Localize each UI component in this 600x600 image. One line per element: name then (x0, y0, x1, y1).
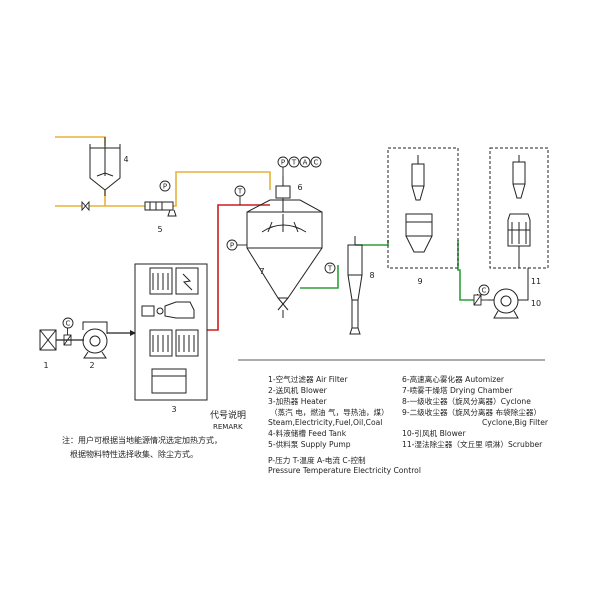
exhaust-fan (488, 284, 529, 319)
svg-text:7: 7 (259, 267, 264, 276)
drying-chamber (246, 199, 323, 318)
note-line-2: 根据物料特性选择收集、除尘方式。 (70, 449, 198, 459)
svg-text:Cyclone,Big Filter: Cyclone,Big Filter (482, 418, 549, 427)
svg-text:2: 2 (89, 361, 94, 370)
remark-title-cn: 代号说明 (210, 409, 246, 421)
atomizer (275, 176, 291, 212)
control-tag-blower: C (62, 317, 74, 329)
svg-text:C: C (482, 287, 487, 295)
bag-filter (405, 213, 433, 253)
svg-text:T: T (291, 159, 297, 167)
svg-text:4-料液储槽 Feed Tank: 4-料液储槽 Feed Tank (268, 428, 347, 438)
hot-air-line (207, 204, 270, 331)
svg-text:T: T (327, 265, 333, 273)
feed-valve (81, 200, 90, 212)
damper-valve-blower (63, 328, 72, 346)
svg-text:P: P (281, 159, 285, 167)
equipment-numbers: 1 2 3 4 5 6 7 8 9 10 11 (43, 155, 541, 414)
svg-text:11-湿法除尘器（文丘里 喷淋）Scrubber: 11-湿法除尘器（文丘里 喷淋）Scrubber (402, 439, 543, 449)
svg-text:8: 8 (369, 271, 374, 280)
svg-text:4: 4 (123, 155, 128, 164)
svg-text:9: 9 (417, 277, 422, 286)
legend-right-column: 6-高速离心雾化器 Automizer 7-喷雾干燥塔 Drying Chamb… (402, 374, 549, 449)
note-line-1: 注：用户可根据当地能源情况选定加热方式， (62, 435, 222, 445)
damper-valve-fan (473, 294, 488, 306)
control-tag-fan: C (478, 284, 490, 296)
svg-text:C: C (66, 320, 71, 328)
air-filter (39, 329, 57, 351)
svg-text:T: T (237, 188, 243, 196)
supply-pump (144, 201, 177, 217)
pressure-tag-chamber: P (226, 239, 247, 251)
svg-text:1: 1 (43, 361, 48, 370)
svg-text:3-加热器 Heater: 3-加热器 Heater (268, 396, 327, 406)
svg-text:5-供料泵 Supply Pump: 5-供料泵 Supply Pump (268, 439, 351, 449)
svg-text:Steam,Electricity,Fuel,Oil,Coa: Steam,Electricity,Fuel,Oil,Coal (268, 418, 382, 427)
svg-text:5: 5 (157, 225, 162, 234)
legend-codes: P-压力 T-温度 A-电流 C-控制 (268, 455, 366, 465)
remark-title-en: REMARK (213, 423, 243, 431)
svg-text:3: 3 (171, 405, 176, 414)
feed-tank (89, 137, 121, 196)
temperature-tag-outlet: T (324, 262, 336, 274)
svg-text:C: C (314, 159, 319, 167)
pressure-tag-feed: P (159, 180, 171, 192)
legend-codes-en: Pressure Temperature Electricity Control (268, 466, 421, 475)
svg-text:10-引风机 Blower: 10-引风机 Blower (402, 428, 466, 438)
svg-text:2-送风机 Blower: 2-送风机 Blower (268, 385, 328, 395)
heater-box (134, 263, 208, 401)
svg-text:8-一级收尘器（旋风分离器）Cyclone: 8-一级收尘器（旋风分离器）Cyclone (402, 396, 531, 406)
ptac-instrument-tags: P T A C (277, 156, 322, 176)
legend-left-column: 1-空气过滤器 Air Filter 2-送风机 Blower 3-加热器 He… (268, 374, 389, 449)
svg-text:10: 10 (531, 299, 541, 308)
temperature-tag-inlet: T (234, 185, 246, 205)
secondary-cyclone (411, 155, 425, 201)
svg-text:9-二级收尘器（旋风分离器 布袋除尘器）: 9-二级收尘器（旋风分离器 布袋除尘器） (402, 407, 541, 417)
svg-text:（蒸汽 电，燃油 气，导热油，煤）: （蒸汽 电，燃油 气，导热油，煤） (270, 407, 389, 417)
svg-text:6-高速离心雾化器 Automizer: 6-高速离心雾化器 Automizer (402, 374, 505, 384)
svg-text:7-喷雾干燥塔 Drying Chamber: 7-喷雾干燥塔 Drying Chamber (402, 385, 513, 395)
svg-text:P: P (163, 183, 167, 191)
cyclone (347, 236, 363, 335)
scrubber (507, 155, 531, 268)
svg-text:P: P (230, 242, 234, 250)
svg-text:A: A (303, 159, 308, 167)
svg-text:11: 11 (531, 277, 541, 286)
svg-text:1-空气过滤器 Air Filter: 1-空气过滤器 Air Filter (268, 374, 348, 384)
secondary-collector-frame (387, 147, 459, 269)
blower (82, 321, 108, 359)
svg-text:6: 6 (297, 183, 302, 192)
